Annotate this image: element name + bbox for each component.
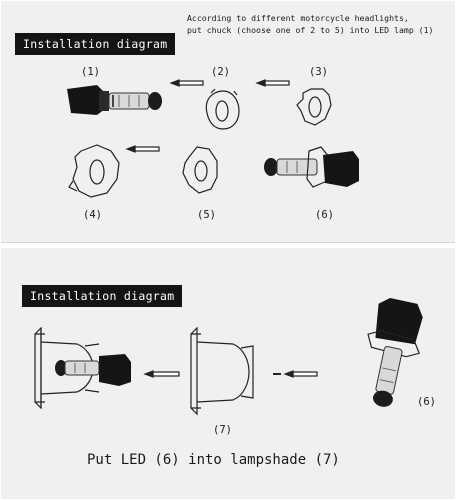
- led-with-chuck-icon: [367, 298, 423, 407]
- installation-title-bottom: Installation diagram: [22, 285, 183, 307]
- chuck-3-icon: [296, 88, 332, 126]
- installation-title-top: Installation diagram: [15, 33, 176, 55]
- led-lamp-icon: [67, 85, 162, 115]
- label-assembled-6: (6): [315, 209, 334, 221]
- label-led-6: (6): [417, 396, 436, 408]
- inserted-led-icon: [55, 354, 131, 386]
- bottom-diagram-art: [34, 298, 423, 416]
- assembled-led-icon: [264, 146, 359, 188]
- pointer-arrow-icon: [125, 79, 290, 153]
- installation-caption: Put LED (6) into lampshade (7): [87, 452, 340, 468]
- top-panel: Installation diagram According to differ…: [1, 1, 455, 243]
- label-chuck-2: (2): [211, 66, 230, 78]
- label-chuck-5: (5): [197, 209, 216, 221]
- label-chuck-4: (4): [83, 209, 102, 221]
- instruction-note: According to different motorcycle headli…: [187, 12, 433, 36]
- top-diagram-art: [67, 79, 359, 198]
- label-lampshade-7: (7): [213, 424, 232, 436]
- bottom-panel: Installation diagram (7) (6) Put LED (6)…: [1, 248, 455, 499]
- chuck-2-icon: [205, 88, 240, 130]
- lampshade-icon: [190, 326, 254, 416]
- instruction-line-1: According to different motorcycle headli…: [187, 13, 409, 23]
- label-chuck-3: (3): [309, 66, 328, 78]
- chuck-5-icon: [182, 146, 218, 194]
- label-led-lamp-1: (1): [81, 66, 100, 78]
- pointer-arrow-icon: [143, 370, 318, 378]
- chuck-4-icon: [68, 144, 120, 198]
- instruction-line-2: put chuck (choose one of 2 to 5) into LE…: [187, 25, 434, 35]
